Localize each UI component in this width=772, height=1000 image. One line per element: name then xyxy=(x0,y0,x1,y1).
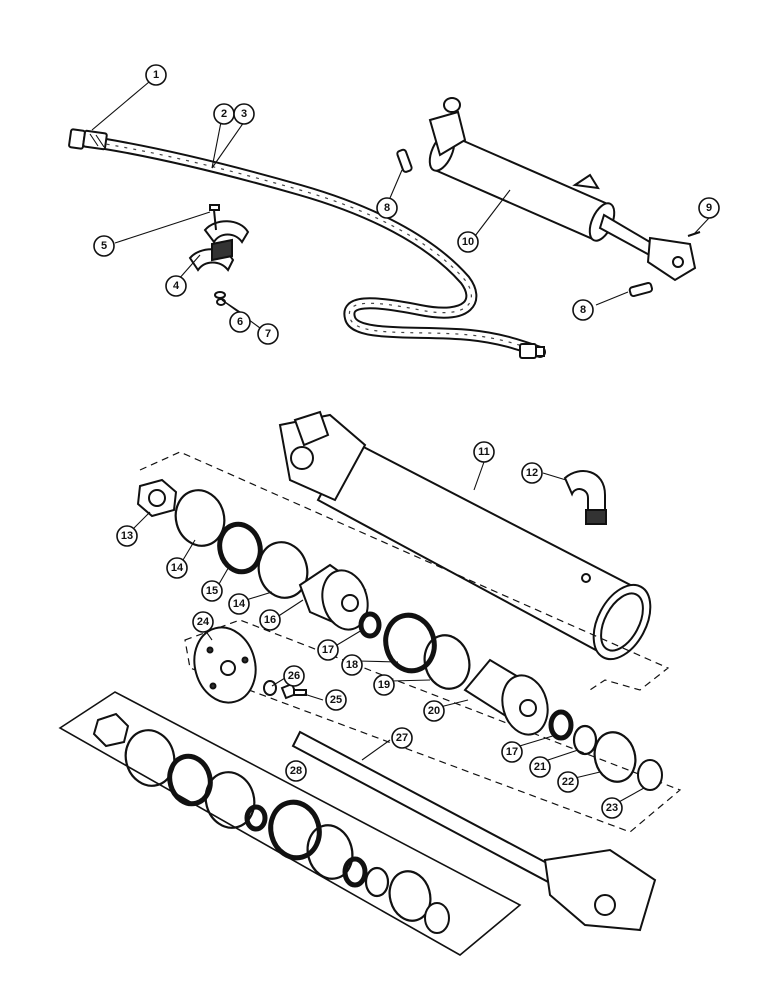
callout-12: 12 xyxy=(521,462,543,484)
svg-text:2: 2 xyxy=(221,108,227,120)
wiper-23 xyxy=(637,759,663,791)
hose-clamp xyxy=(188,220,250,272)
callout-27: 27 xyxy=(391,727,413,749)
piston-nut xyxy=(136,478,178,518)
seal-group-outline-upper xyxy=(139,451,670,691)
callout-14-b: 14 xyxy=(228,593,250,615)
callout-18: 18 xyxy=(341,654,363,676)
hose-fitting-left xyxy=(68,128,108,151)
washer-26 xyxy=(263,680,277,696)
svg-text:17: 17 xyxy=(322,644,334,656)
clamp-washer-nut xyxy=(214,291,226,306)
svg-text:16: 16 xyxy=(264,614,276,626)
svg-text:5: 5 xyxy=(101,240,107,252)
callout-5: 5 xyxy=(93,235,115,257)
callout-9: 9 xyxy=(698,197,720,219)
seal-kit-parts xyxy=(92,712,450,934)
o-ring-15 xyxy=(217,521,263,575)
svg-text:11: 11 xyxy=(478,446,490,458)
svg-text:8: 8 xyxy=(580,304,586,316)
svg-text:23: 23 xyxy=(606,802,618,814)
svg-text:18: 18 xyxy=(346,659,358,671)
callout-19: 19 xyxy=(373,674,395,696)
callout-1: 1 xyxy=(145,64,167,86)
callout-14-a: 14 xyxy=(166,557,188,579)
callout-4: 4 xyxy=(165,275,187,297)
callout-24: 24 xyxy=(192,611,214,633)
svg-text:28: 28 xyxy=(290,765,302,777)
cylinder-barrel xyxy=(278,410,652,661)
svg-text:14: 14 xyxy=(171,562,184,574)
svg-text:9: 9 xyxy=(706,202,712,214)
svg-text:4: 4 xyxy=(173,280,180,292)
callout-8-lower: 8 xyxy=(572,299,594,321)
svg-text:20: 20 xyxy=(428,705,440,717)
svg-text:27: 27 xyxy=(396,732,408,744)
svg-text:1: 1 xyxy=(153,69,159,81)
callout-13: 13 xyxy=(116,525,138,547)
callout-17-a: 17 xyxy=(317,639,339,661)
clevis-pin-lower xyxy=(628,281,653,298)
svg-text:10: 10 xyxy=(462,236,474,248)
svg-text:19: 19 xyxy=(378,679,390,691)
callout-3: 3 xyxy=(233,103,255,125)
callout-10: 10 xyxy=(457,231,479,253)
hose-fitting-right xyxy=(519,343,545,359)
clevis-pin-upper xyxy=(396,148,413,173)
callout-28: 28 xyxy=(285,760,307,782)
svg-text:21: 21 xyxy=(534,761,546,773)
svg-text:24: 24 xyxy=(197,616,210,628)
svg-text:14: 14 xyxy=(233,598,246,610)
callout-11: 11 xyxy=(473,441,495,463)
callout-2: 2 xyxy=(213,103,235,125)
callout-20: 20 xyxy=(423,700,445,722)
svg-text:13: 13 xyxy=(121,530,133,542)
backup-ring-19 xyxy=(423,634,471,690)
o-ring-18 xyxy=(383,612,437,674)
svg-text:12: 12 xyxy=(526,467,538,479)
gland xyxy=(463,658,549,736)
callout-7: 7 xyxy=(257,323,279,345)
callout-8-upper: 8 xyxy=(376,197,398,219)
svg-text:15: 15 xyxy=(206,585,218,597)
hose-assembly xyxy=(74,134,546,358)
svg-text:8: 8 xyxy=(384,202,390,214)
elbow-fitting xyxy=(563,470,607,525)
leader-lines xyxy=(91,81,710,804)
piston-plate xyxy=(193,626,257,704)
ring-22 xyxy=(593,731,637,783)
small-cylinder xyxy=(428,97,697,282)
ring-21 xyxy=(572,724,598,756)
svg-text:7: 7 xyxy=(265,328,271,340)
callout-25: 25 xyxy=(325,689,347,711)
callout-21: 21 xyxy=(529,756,551,778)
svg-text:6: 6 xyxy=(237,316,243,328)
piston xyxy=(298,563,369,631)
svg-text:3: 3 xyxy=(241,108,247,120)
callout-26: 26 xyxy=(283,665,305,687)
callout-23: 23 xyxy=(601,797,623,819)
piston-rod xyxy=(291,730,657,932)
callout-17-b: 17 xyxy=(501,741,523,763)
callout-16: 16 xyxy=(259,609,281,631)
svg-text:17: 17 xyxy=(506,746,518,758)
clamp-screw xyxy=(209,204,220,231)
seal-kit-panel xyxy=(58,691,522,956)
svg-text:22: 22 xyxy=(562,776,574,788)
seal-group-outline-lower xyxy=(184,619,682,833)
callout-22: 22 xyxy=(557,771,579,793)
backup-ring-2 xyxy=(257,541,309,599)
callout-6: 6 xyxy=(229,311,251,333)
backup-ring-1 xyxy=(174,489,226,547)
svg-text:25: 25 xyxy=(330,694,342,706)
svg-text:26: 26 xyxy=(288,670,300,682)
o-ring-17b xyxy=(548,709,574,741)
callout-15: 15 xyxy=(201,580,223,602)
o-ring-17a xyxy=(358,611,382,639)
